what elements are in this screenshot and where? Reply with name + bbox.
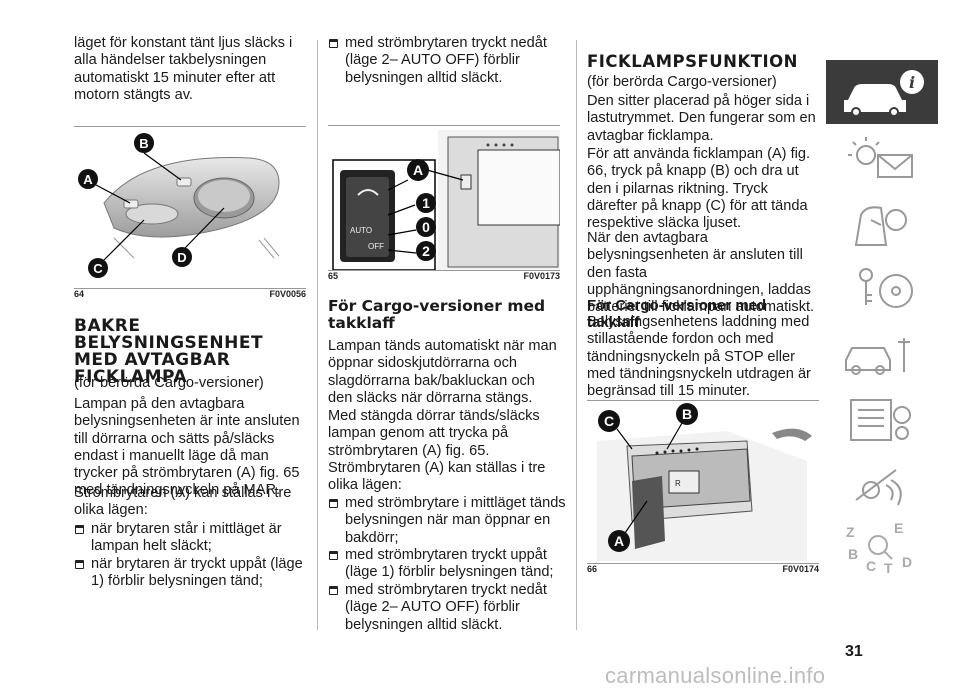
figure-66-code: F0V0174 [782, 564, 819, 574]
paragraph: Strömbrytaren (A) kan ställas i tre olik… [328, 460, 546, 494]
section-heading-ficklamp: FICKLAMPSFUNKTION [587, 52, 798, 71]
figure-64-bottom-rule [74, 288, 306, 289]
callout-a-label: A [614, 533, 624, 549]
callout-a-label: A [413, 162, 423, 178]
figure-66-number: 66 [587, 564, 598, 574]
figure-top-rule [587, 400, 819, 401]
chapter-tab-driving[interactable] [826, 255, 938, 319]
chapter-tab-multimedia[interactable] [826, 450, 938, 514]
figure-top-rule [74, 126, 306, 127]
callout-a [407, 159, 429, 181]
airbag-safety-icon [854, 206, 907, 246]
auto-label: AUTO [350, 226, 372, 235]
chapter-sidebar: i [826, 60, 938, 625]
callout-b-label: B [139, 136, 148, 151]
figure-top-rule [328, 125, 560, 126]
callout-b [676, 403, 698, 425]
index-letter: D [902, 554, 912, 570]
car-service-icon [845, 338, 910, 375]
figure-66: R C B A [587, 398, 819, 563]
index-icon: Z E B C T D [846, 520, 912, 576]
watermark: carmanualsonline.info [605, 663, 826, 688]
callout-b [134, 133, 154, 153]
callout-d-label: D [177, 250, 186, 265]
callout-a [78, 169, 98, 189]
paragraph: (för berörda Cargo-versioner) [587, 74, 777, 90]
figure-66-illustration: R C B A [597, 403, 812, 561]
section-heading-cargo: För Cargo-versioner med takklaff [328, 297, 546, 332]
chapter-tab-technical[interactable] [826, 385, 938, 449]
off-label: OFF [368, 242, 384, 251]
section-heading-bakre: BAKRE BELYSNINGSENHET MED AVTAGBAR FICKL… [74, 316, 264, 387]
figure-65-code: F0V0173 [523, 271, 560, 281]
warning-lights-icon [848, 137, 913, 178]
callout-0 [416, 217, 436, 237]
callout-c [598, 410, 620, 432]
svg-text:i: i [909, 73, 915, 92]
paragraph: Belysningsenhetens laddning med stillast… [587, 314, 811, 400]
figure-66-bottom-rule [587, 563, 819, 564]
callout-c-label: C [93, 261, 103, 276]
paragraph: (för berörda Cargo-versioner) [74, 375, 264, 391]
paragraph: Strömbrytaren (A) kan ställas i tre olik… [74, 485, 292, 519]
paragraph: För att använda ficklampan (A) fig. 66, … [587, 146, 811, 232]
callout-b-label: B [682, 406, 692, 422]
bullet-item: när brytaren står i mittläget är lampan … [74, 521, 306, 556]
callout-2-label: 2 [422, 243, 430, 259]
subheading-takklaff: För Cargo-versioner med takklaff [587, 297, 767, 331]
intro-text: läget för konstant tänt ljus släcks i al… [74, 35, 293, 103]
chapter-tab-safety[interactable] [826, 190, 938, 254]
page-number: 31 [845, 643, 863, 660]
callout-0-label: 0 [422, 219, 430, 235]
callout-c-label: C [604, 413, 614, 429]
car-info-icon: i [844, 70, 924, 117]
bullet-item: när brytaren är tryckt uppåt (läge 1) fö… [74, 556, 306, 591]
figure-64-number: 64 [74, 289, 85, 299]
figure-65-number: 65 [328, 271, 339, 281]
callout-a [608, 530, 630, 552]
svg-text:R: R [675, 479, 681, 488]
paragraph: När den avtagbara belysningsenheten är a… [587, 230, 815, 316]
index-letter: E [894, 520, 903, 536]
technical-data-icon [850, 399, 911, 441]
paragraph: Lampan tänds automatiskt när man öppnar … [328, 338, 557, 406]
callout-c [88, 258, 108, 278]
chapter-tab-warning-lights[interactable] [826, 125, 938, 189]
bullet-item: med strömbrytare i mittläget tänds belys… [328, 495, 577, 547]
figure-64-illustration: A B C D [78, 133, 280, 278]
index-letter: Z [846, 524, 855, 540]
index-letter: C [866, 558, 876, 574]
chapter-tab-service[interactable] [826, 320, 938, 384]
callout-d [172, 247, 192, 267]
figure-65-illustration: AUTO OFF A 1 0 2 [332, 130, 560, 270]
figure-65: AUTO OFF A 1 0 2 [328, 120, 560, 270]
bullet-item: med strömbrytaren tryckt nedåt (läge 2– … [328, 582, 577, 634]
chapter-tab-index[interactable]: Z E B C T D [826, 515, 938, 579]
bullet-item: med strömbrytaren tryckt uppåt (läge 1) … [328, 547, 577, 582]
paragraph: Den sitter placerad på höger sida i last… [587, 93, 816, 144]
callout-1 [416, 193, 436, 213]
column-divider [576, 40, 577, 630]
figure-64: A B C D [74, 120, 306, 288]
steering-wheel-key-icon [859, 268, 913, 308]
callout-2 [416, 241, 436, 261]
bullet-item: med strömbrytaren tryckt nedåt (läge 2– … [328, 35, 560, 87]
multimedia-icon [855, 469, 902, 506]
paragraph: Med stängda dörrar tänds/släcks lampan g… [328, 408, 540, 459]
figure-65-bottom-rule [328, 270, 560, 271]
figure-64-code: F0V0056 [269, 289, 306, 299]
callout-a-label: A [83, 172, 93, 187]
index-letter: B [848, 546, 858, 562]
column-divider [317, 40, 318, 630]
index-letter: T [884, 560, 893, 576]
chapter-tab-car-info[interactable]: i [826, 60, 938, 124]
callout-1-label: 1 [422, 195, 430, 211]
paragraph: Lampan på den avtagbara belysningsenhete… [74, 396, 300, 499]
